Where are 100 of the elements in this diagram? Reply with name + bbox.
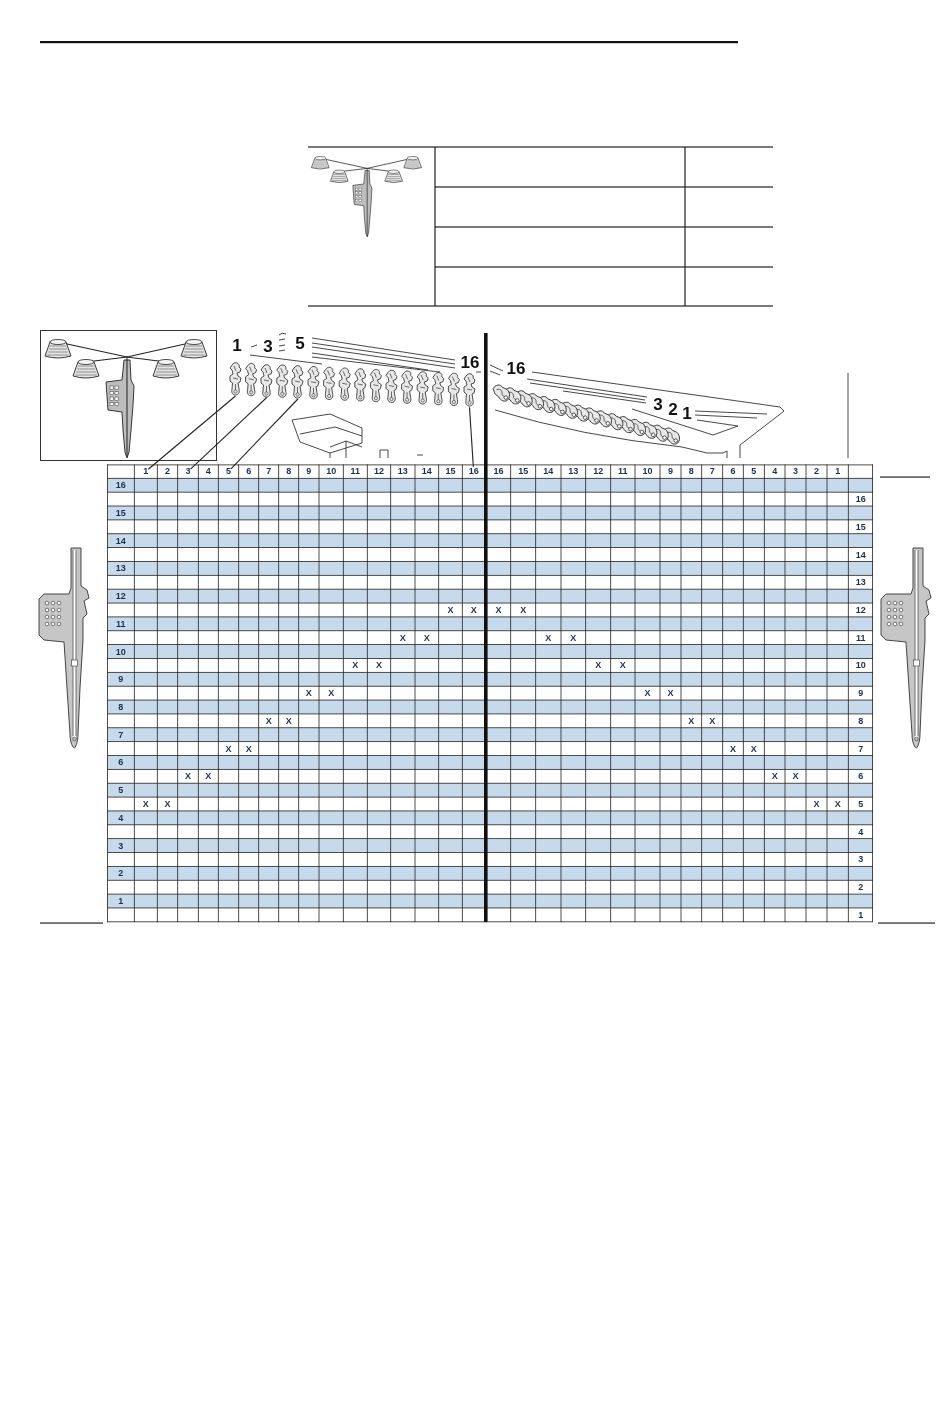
column-number: 14 xyxy=(421,466,432,476)
column-number: 13 xyxy=(397,466,408,476)
column-number: 13 xyxy=(568,466,579,476)
column-number: 15 xyxy=(445,466,456,476)
row-number: 12 xyxy=(855,605,866,615)
column-number: 14 xyxy=(543,466,554,476)
column-number: 7 xyxy=(266,466,272,476)
column-number: 4 xyxy=(772,466,778,476)
row-number: 6 xyxy=(858,771,864,781)
callout-number: 5 xyxy=(295,334,305,352)
yarn-carrier-icon xyxy=(462,373,477,408)
callout-number: 1 xyxy=(232,336,242,354)
column-number: 11 xyxy=(350,466,361,476)
row-number: 14 xyxy=(115,536,126,546)
row-number: 5 xyxy=(858,799,864,809)
leader-line xyxy=(147,395,237,470)
row-number: 3 xyxy=(858,854,864,864)
cross-mark: X xyxy=(205,771,212,781)
cross-mark: X xyxy=(245,744,252,754)
row-number: 10 xyxy=(855,660,866,670)
cross-mark: X xyxy=(834,799,841,809)
column-number: 3 xyxy=(793,466,798,476)
row-number: 16 xyxy=(855,494,866,504)
row-number: 15 xyxy=(115,508,126,518)
row-number: 4 xyxy=(858,827,864,837)
column-number: 15 xyxy=(518,466,529,476)
cross-mark: X xyxy=(399,633,406,643)
column-number: 1 xyxy=(143,466,149,476)
yarn-carrier-icon xyxy=(290,365,306,399)
cross-mark: X xyxy=(667,688,674,698)
callout-number: 16 xyxy=(506,359,526,377)
cross-mark: X xyxy=(595,660,602,670)
cross-mark: X xyxy=(225,744,232,754)
row-number: 7 xyxy=(858,744,864,754)
callout-number: 16 xyxy=(460,353,480,371)
row-number: 15 xyxy=(855,522,866,532)
cross-mark: X xyxy=(750,744,757,754)
row-number: 13 xyxy=(115,563,126,573)
cross-mark: X xyxy=(285,716,292,726)
row-number: 8 xyxy=(118,702,124,712)
cross-mark: X xyxy=(570,633,577,643)
yarn-carrier-icon xyxy=(228,362,243,396)
column-number: 1 xyxy=(835,466,841,476)
cross-mark: X xyxy=(470,605,477,615)
cross-mark: X xyxy=(730,744,736,754)
row-number: 13 xyxy=(855,577,866,587)
row-number: 16 xyxy=(115,480,126,490)
column-number: 10 xyxy=(642,466,653,476)
cross-mark: X xyxy=(688,716,695,726)
row-number: 11 xyxy=(115,619,126,629)
column-number: 6 xyxy=(730,466,736,476)
cross-mark: X xyxy=(423,633,430,643)
row-number: 7 xyxy=(118,730,124,740)
cross-mark: X xyxy=(328,688,335,698)
callout-number: 2 xyxy=(668,400,678,418)
row-number: 9 xyxy=(858,688,864,698)
row-number: 4 xyxy=(118,813,124,823)
row-number: 5 xyxy=(118,785,124,795)
column-number: 16 xyxy=(493,466,504,476)
row-number: 8 xyxy=(858,716,864,726)
row-number: 2 xyxy=(118,868,124,878)
column-number: 8 xyxy=(286,466,292,476)
cross-mark: X xyxy=(495,605,502,615)
column-number: 5 xyxy=(226,466,231,476)
column-number: 16 xyxy=(468,466,479,476)
cross-mark: X xyxy=(771,771,778,781)
cross-mark: X xyxy=(619,660,626,670)
cross-mark: X xyxy=(520,605,527,615)
column-number: 3 xyxy=(185,466,191,476)
column-number: 12 xyxy=(593,466,604,476)
column-number: 5 xyxy=(751,466,757,476)
cross-mark: X xyxy=(813,799,820,809)
column-number: 6 xyxy=(246,466,252,476)
cross-mark: X xyxy=(644,688,651,698)
cross-mark: X xyxy=(305,688,312,698)
row-number: 1 xyxy=(858,910,864,920)
row-number: 14 xyxy=(855,550,866,559)
column-number: 8 xyxy=(688,466,694,476)
row-number: 10 xyxy=(115,647,126,657)
column-number: 11 xyxy=(618,466,628,476)
cross-mark: X xyxy=(164,799,171,809)
column-number: 10 xyxy=(326,466,337,476)
callout-number: 3 xyxy=(653,395,663,413)
cross-mark: X xyxy=(376,660,382,670)
cross-mark: X xyxy=(792,771,799,781)
row-number: 12 xyxy=(115,591,126,601)
column-number: 2 xyxy=(165,466,170,476)
row-number: 3 xyxy=(118,841,124,851)
cross-mark: X xyxy=(447,605,454,615)
row-number: 2 xyxy=(858,882,864,892)
cross-mark: X xyxy=(185,771,191,781)
column-number: 2 xyxy=(814,466,819,476)
cross-mark: X xyxy=(545,633,552,643)
column-number: 9 xyxy=(306,466,312,476)
yarn-carrier-icon xyxy=(259,363,275,398)
leader-line xyxy=(189,396,268,470)
cross-mark: X xyxy=(265,716,272,726)
column-number: 9 xyxy=(668,466,673,476)
column-number: 4 xyxy=(205,466,211,476)
callout-number: 3 xyxy=(263,337,273,355)
